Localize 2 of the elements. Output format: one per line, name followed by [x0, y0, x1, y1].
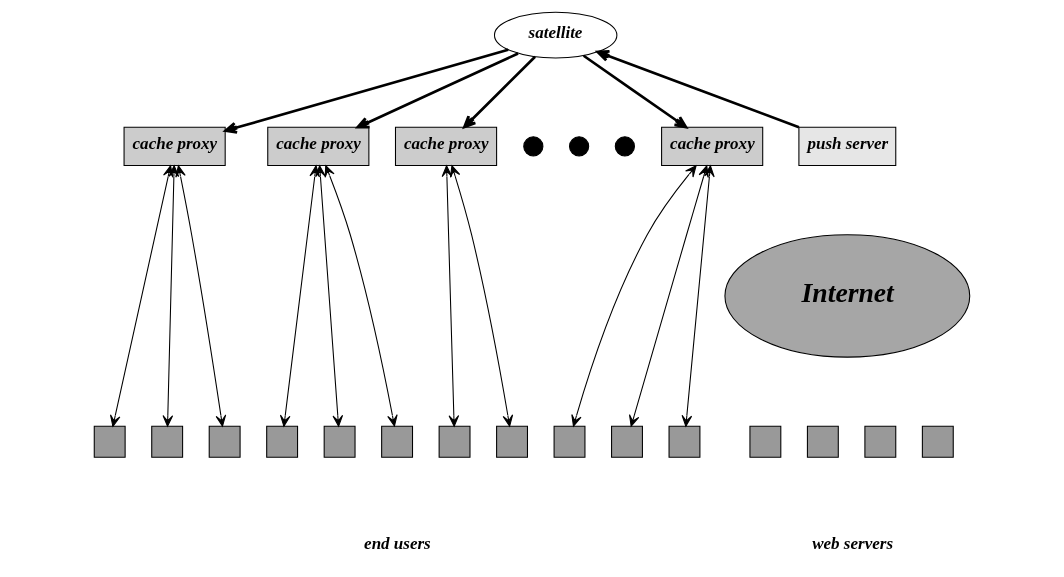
label: end users	[364, 533, 431, 553]
label: web servers	[812, 533, 894, 553]
